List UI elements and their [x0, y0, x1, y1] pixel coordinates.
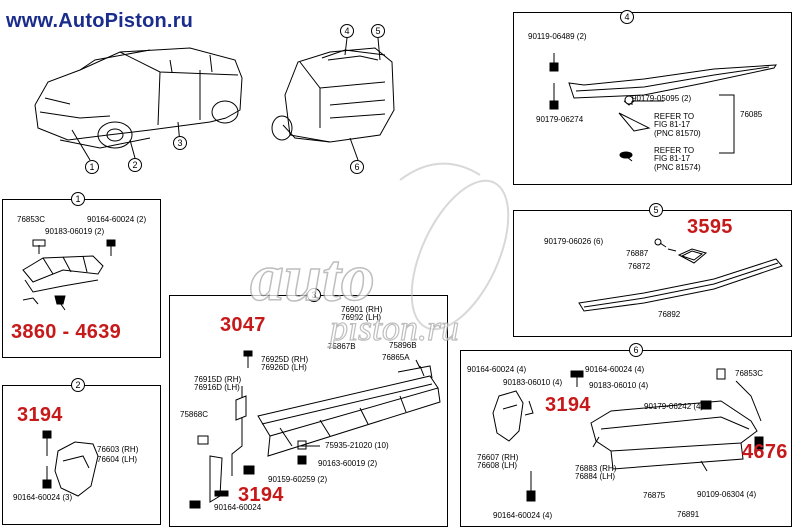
label-refer-81570: REFER TO FIG 81-17 (PNC 81570) — [654, 112, 701, 138]
panel-4-number: 4 — [620, 10, 634, 24]
label-90163-60019: 90163-60019 (2) — [318, 459, 378, 468]
label-76603-rh: 76603 (RH) — [97, 445, 139, 454]
label-90179-06274: 90179-06274 — [536, 115, 584, 124]
panel-4: 4 90119-06489 (2) 90179-05095 (2) 76085 … — [513, 10, 792, 185]
panel-6-number: 6 — [629, 343, 643, 357]
label-90183-06010-a: 90183-06010 (4) — [503, 378, 563, 387]
panel-2-drawing — [42, 430, 99, 497]
panel-3-drawing — [189, 350, 441, 509]
label-76883-76884: 76883 (RH) 76884 (LH) — [575, 464, 617, 482]
label-90109-06304: 90109-06304 (4) — [697, 490, 757, 499]
price-3194-panel-3[interactable]: 3194 — [238, 484, 284, 506]
panel-1: 1 76853C 90164-60024 (2) 90183-06019 (2)… — [2, 192, 161, 358]
label-90179-06242: 90179-06242 (4) — [644, 402, 704, 411]
label-90164-60024-a: 90164-60024 (4) — [467, 365, 527, 374]
label-90183-06010-b: 90183-06010 (4) — [589, 381, 649, 390]
panel-6: 6 90164-60024 (4) 90164-60024 (4) 76853C… — [460, 343, 792, 527]
price-3194-panel-2[interactable]: 3194 — [17, 404, 63, 426]
label-90179-06026: 90179-06026 (6) — [544, 237, 604, 246]
panel-6-drawing — [492, 368, 764, 502]
label-76604-lh: 76604 (LH) — [97, 455, 138, 464]
callout-5[interactable]: 5 — [371, 24, 385, 38]
label-76915d-76916d: 76915D (RH) 76916D (LH) — [194, 375, 242, 393]
panel-2-number: 2 — [71, 378, 85, 392]
label-75867b: 75867B — [328, 342, 356, 351]
label-76887: 76887 — [626, 249, 649, 258]
panel-4-drawing — [549, 53, 777, 162]
price-3194-panel-6[interactable]: 3194 — [545, 394, 591, 416]
label-90164-60024-c: 90164-60024 (4) — [493, 511, 553, 520]
label-90164-60024: 90164-60024 (2) — [87, 215, 147, 224]
label-76892: 76892 — [658, 310, 681, 319]
label-75935-21020: 75935-21020 (10) — [325, 441, 389, 450]
panel-5-drawing — [578, 238, 783, 312]
label-76085: 76085 — [740, 110, 763, 119]
callout-2[interactable]: 2 — [128, 158, 142, 172]
panel-5: 5 90179-06026 (6) 3595 76887 76872 76892 — [513, 203, 792, 337]
price-4676[interactable]: 4676 — [742, 441, 788, 463]
label-76853c-p6: 76853C — [735, 369, 764, 378]
panel-5-number: 5 — [649, 203, 663, 217]
label-76875: 76875 — [643, 491, 666, 500]
label-76872: 76872 — [628, 262, 651, 271]
panel-3-number: 3 — [307, 288, 321, 302]
callout-4[interactable]: 4 — [340, 24, 354, 38]
panel-2: 2 3194 76603 (RH) 76604 (LH) 90164-60024… — [2, 378, 161, 525]
label-90119-06489: 90119-06489 (2) — [528, 32, 587, 41]
label-75868c: 75868C — [180, 410, 209, 419]
price-3860-4639[interactable]: 3860 - 4639 — [11, 321, 122, 343]
panel-1-drawing — [22, 239, 116, 311]
label-76925d-76926d: 76925D (RH) 76926D (LH) — [261, 355, 309, 373]
price-3047[interactable]: 3047 — [220, 314, 266, 336]
label-90164-60024-p3: 90164-60024 — [214, 503, 262, 512]
callout-3[interactable]: 3 — [173, 136, 187, 150]
label-76901-76902: 76901 (RH) 76902 (LH) — [341, 305, 383, 323]
overview-car-illustration — [34, 37, 395, 161]
label-76891: 76891 — [677, 510, 700, 519]
callout-1[interactable]: 1 — [85, 160, 99, 174]
label-refer-81574: REFER TO FIG 81-17 (PNC 81574) — [654, 146, 701, 172]
label-76853c: 76853C — [17, 215, 46, 224]
site-url[interactable]: www.AutoPiston.ru — [6, 10, 194, 32]
label-90164-60024-b: 90164-60024 (4) — [585, 365, 645, 374]
label-75896b: 75896B — [389, 341, 417, 350]
panel-3: 3 3047 76901 (RH) 76902 (LH) 75867B 7589… — [169, 288, 448, 527]
label-76865a: 76865A — [382, 353, 410, 362]
label-90179-05095: 90179-05095 (2) — [632, 94, 692, 103]
label-90183-06019: 90183-06019 (2) — [45, 227, 105, 236]
label-90159-60259: 90159-60259 (2) — [268, 475, 328, 484]
label-90164-60024-3: 90164-60024 (3) — [13, 493, 73, 502]
label-76607-76608: 76607 (RH) 76608 (LH) — [477, 453, 519, 471]
panel-1-number: 1 — [71, 192, 85, 206]
price-3595[interactable]: 3595 — [687, 216, 733, 238]
callout-6[interactable]: 6 — [350, 160, 364, 174]
